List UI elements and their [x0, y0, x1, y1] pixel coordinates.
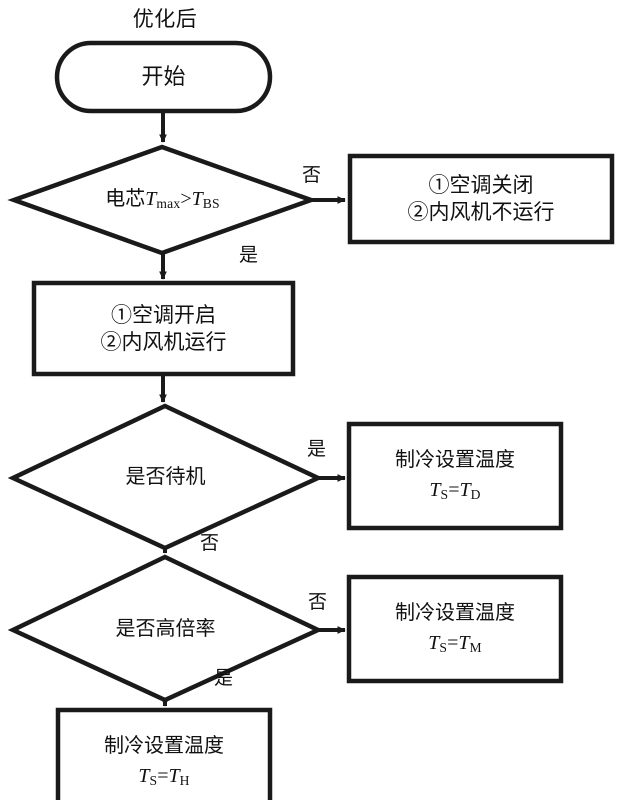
- result-high-label[interactable]: 制冷设置温度 TS=TH: [104, 735, 224, 788]
- edge-label-highrate-no: 否: [308, 592, 328, 613]
- edge-label-temp-no: 否: [302, 165, 322, 186]
- result-standby-label[interactable]: 制冷设置温度 TS=TD: [395, 449, 515, 502]
- page-title: 优化后: [132, 7, 198, 31]
- process-on-label[interactable]: ①空调开启 ②内风机运行: [100, 302, 227, 354]
- start-node-label[interactable]: 开始: [141, 63, 186, 89]
- edge-label-standby-no: 否: [200, 533, 220, 554]
- result-medium-label[interactable]: 制冷设置温度 TS=TM: [395, 602, 515, 655]
- decision-temp-label[interactable]: 电芯Tmax>TBS: [105, 188, 220, 212]
- decision-highrate-label[interactable]: 是否高倍率: [115, 618, 216, 641]
- edge-label-highrate-yes: 是: [214, 668, 234, 689]
- edge-label-temp-yes: 是: [239, 245, 259, 266]
- process-off-label[interactable]: ①空调关闭 ②内风机不运行: [407, 173, 555, 224]
- decision-standby-label[interactable]: 是否待机: [125, 466, 206, 489]
- edge-label-standby-yes: 是: [307, 439, 327, 460]
